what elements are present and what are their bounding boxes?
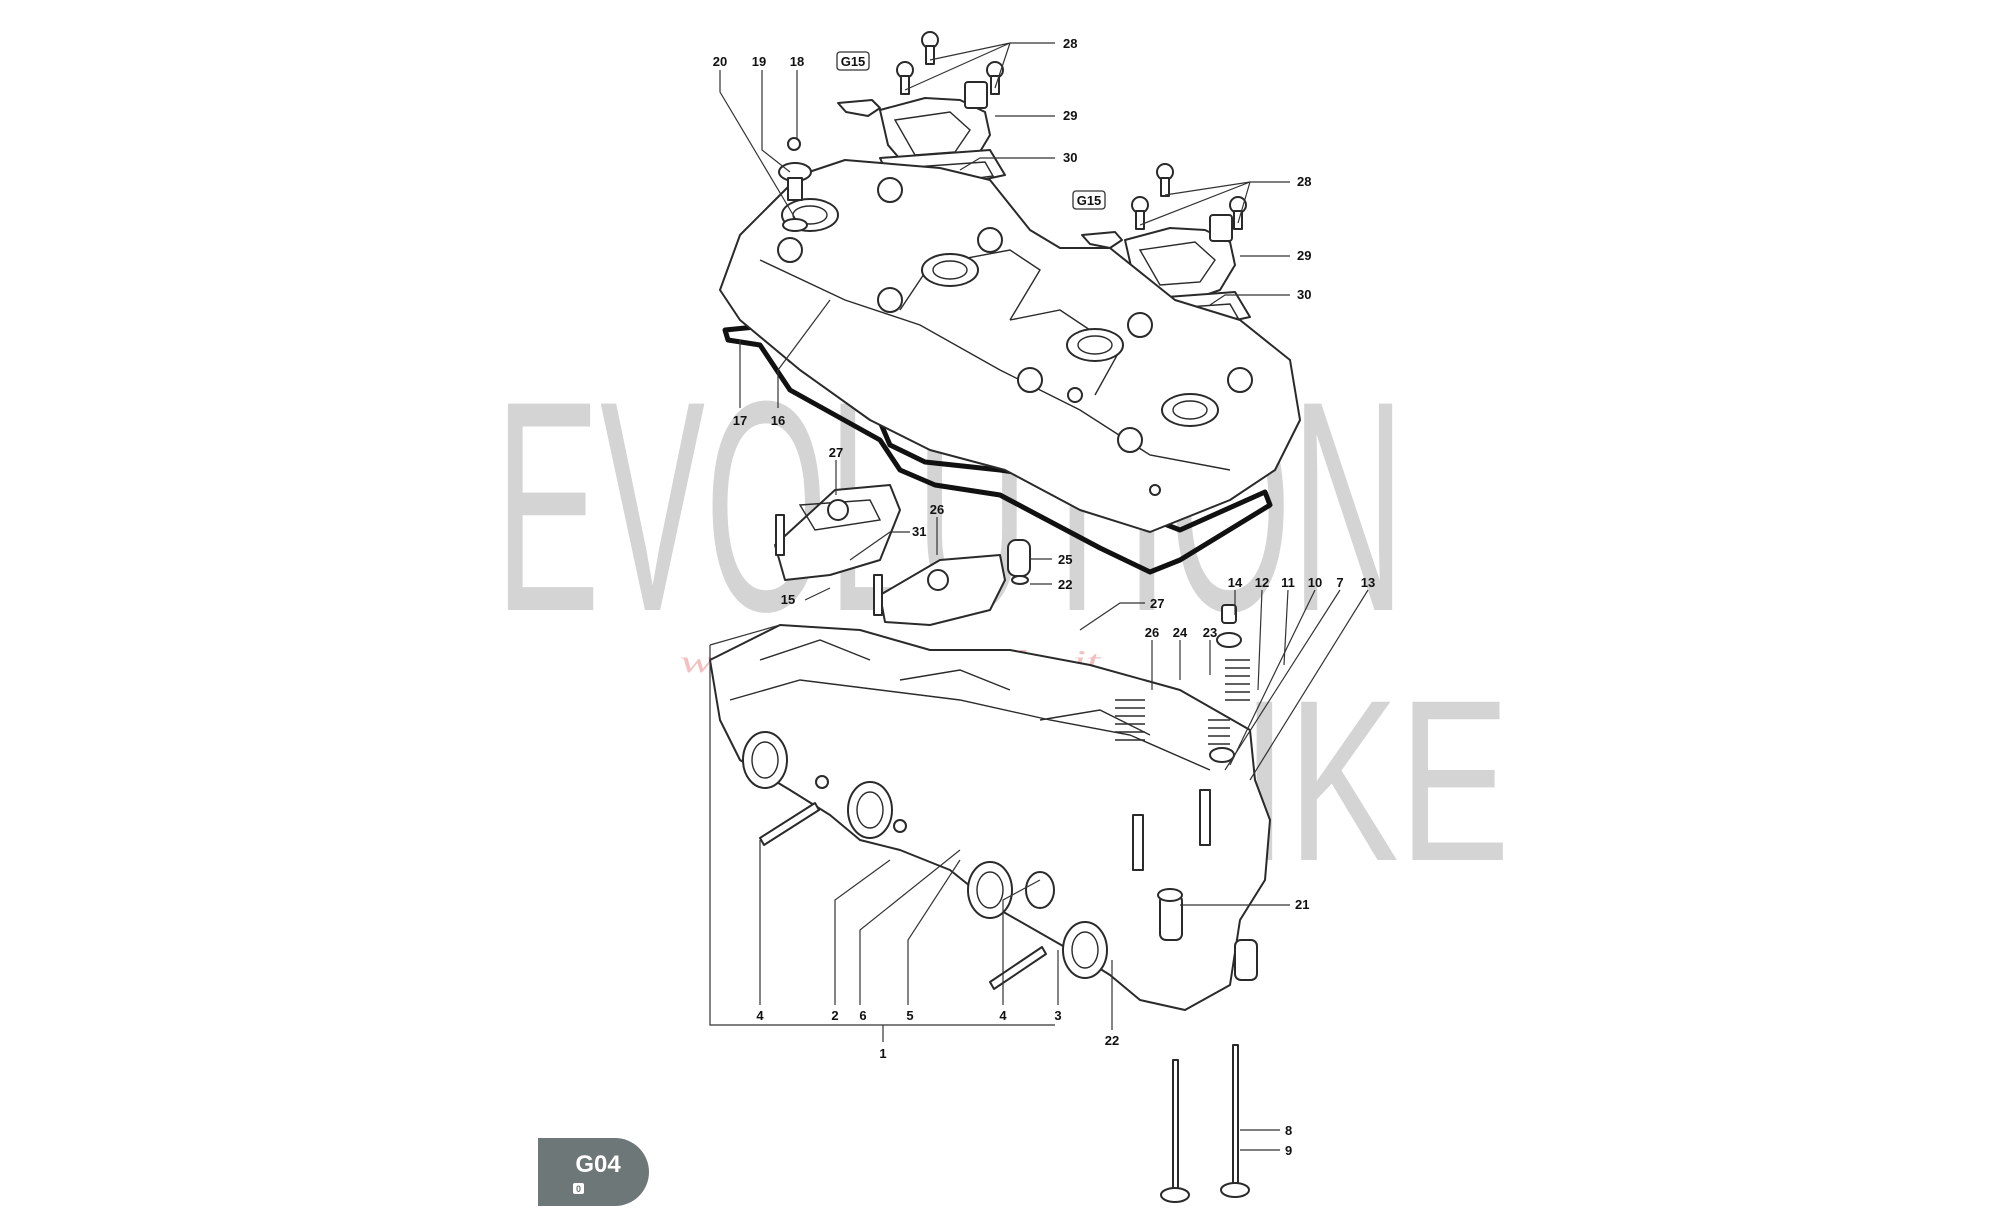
studs: [759, 802, 1047, 990]
leader-lines: [709, 42, 1369, 1151]
reference-box-g15-top: G15: [836, 51, 870, 71]
camshaft-caps: [774, 484, 1031, 626]
callout-18: 18: [790, 54, 804, 69]
callout-26: 26: [1145, 625, 1159, 640]
callout-15: 15: [781, 592, 795, 607]
callout-31: 31: [912, 524, 926, 539]
callout-10: 10: [1308, 575, 1322, 590]
callout-17: 17: [733, 413, 747, 428]
revision-box: [573, 1183, 584, 1194]
reference-label: G15: [841, 54, 866, 69]
callout-21: 21: [1295, 897, 1309, 912]
callout-28: 28: [1297, 174, 1311, 189]
callout-20: 20: [713, 54, 727, 69]
callout-14: 14: [1228, 575, 1243, 590]
callout-25: 25: [1058, 552, 1072, 567]
callout-4: 4: [756, 1008, 764, 1023]
valve-springs: [1115, 604, 1250, 763]
callout-16: 16: [771, 413, 785, 428]
callout-30: 30: [1063, 150, 1077, 165]
callout-2: 2: [831, 1008, 838, 1023]
cylinder-head: [709, 624, 1271, 1011]
callout-12: 12: [1255, 575, 1269, 590]
callout-3: 3: [1054, 1008, 1061, 1023]
callout-28: 28: [1063, 36, 1077, 51]
callout-26: 26: [930, 502, 944, 517]
callout-8: 8: [1285, 1123, 1292, 1138]
callout-4: 4: [999, 1008, 1007, 1023]
callout-29: 29: [1063, 108, 1077, 123]
callout-19: 19: [752, 54, 766, 69]
callout-9: 9: [1285, 1143, 1292, 1158]
badge-revision: 0: [576, 1184, 581, 1194]
callout-11: 11: [1281, 575, 1295, 590]
breather-cover-left: [837, 31, 1006, 191]
callout-13: 13: [1361, 575, 1375, 590]
callout-24: 24: [1173, 625, 1188, 640]
callout-5: 5: [906, 1008, 913, 1023]
callout-22: 22: [1058, 577, 1072, 592]
callout-29: 29: [1297, 248, 1311, 263]
valves: [1160, 1044, 1250, 1203]
callout-labels: 20 19 18 28 29 30 28 29 30 17 16 27 26 3…: [713, 36, 1375, 1158]
callout-7: 7: [1336, 575, 1343, 590]
reference-label: G15: [1077, 193, 1102, 208]
callout-30: 30: [1297, 287, 1311, 302]
badge-code: G04: [575, 1151, 621, 1178]
callout-6: 6: [859, 1008, 866, 1023]
callout-23: 23: [1203, 625, 1217, 640]
callout-27: 27: [1150, 596, 1164, 611]
callout-27: 27: [829, 445, 843, 460]
oil-filler-cap: [778, 137, 812, 232]
reference-box-g15-bottom: G15: [1072, 190, 1106, 210]
page-badge: G04 0: [538, 1138, 649, 1206]
valve-cover-gasket: [722, 322, 1273, 575]
callout-22: 22: [1105, 1033, 1119, 1048]
callout-1: 1: [879, 1046, 886, 1061]
